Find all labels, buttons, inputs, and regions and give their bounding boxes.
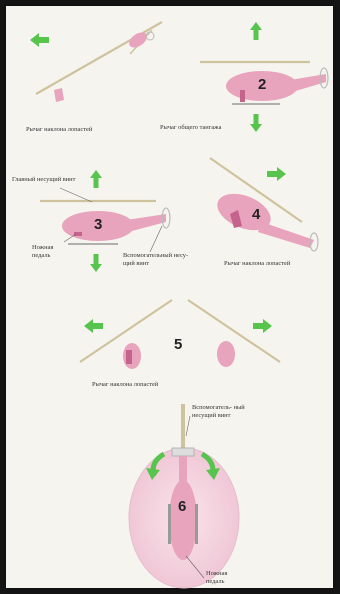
- panel-5-helicopter-right: [188, 300, 280, 367]
- tail-boom: [258, 222, 314, 248]
- panel-3-number: 3: [94, 216, 102, 233]
- arrow-right-icon: [253, 319, 272, 333]
- panel-5-lever-label: Рычаг наклона лопастей: [92, 381, 158, 389]
- panel-6-number: 6: [178, 498, 186, 515]
- tail-rotor: [172, 448, 194, 456]
- arrow-down-icon: [250, 114, 262, 132]
- panel-6-pedal-label: Ножная педаль: [206, 570, 242, 585]
- panel-1-helicopter: [36, 22, 162, 102]
- panel-3-main-rotor-label: Главный несущий винт: [12, 176, 75, 184]
- panel-3-pedal-label: Ножная педаль: [32, 244, 64, 259]
- arrow-left-icon: [30, 33, 49, 47]
- arrow-up-icon: [90, 170, 102, 188]
- arrow-left-icon: [84, 319, 103, 333]
- helicopter-body: [217, 341, 235, 367]
- landing-skid: [195, 504, 198, 544]
- panel-4-lever-label: Рычаг наклона лопастей: [224, 260, 290, 268]
- panel-6-tail-rotor-label: Вспомогатель- ный несущий винт: [192, 404, 252, 419]
- collective-lever: [240, 90, 245, 102]
- landing-skid: [168, 504, 171, 544]
- panel-5-helicopter-left: [80, 300, 172, 369]
- arrow-up-icon: [250, 22, 262, 40]
- tail-boom: [126, 214, 166, 232]
- panel-3-tail-rotor-label: Вспомогательный несу- щий винт: [123, 252, 195, 267]
- arrow-right-icon: [267, 167, 286, 181]
- helicopter-body: [169, 480, 197, 560]
- arrow-down-icon: [90, 254, 102, 272]
- control-lever: [126, 350, 132, 364]
- panel-3-helicopter: [40, 201, 170, 244]
- control-lever: [54, 88, 64, 102]
- foot-pedal: [74, 232, 82, 236]
- panel-4-number: 4: [252, 206, 260, 223]
- panel-5-number: 5: [174, 336, 182, 353]
- panel-4-helicopter: [210, 158, 318, 251]
- panel-2-lever-label: Рычаг общего тангажа: [160, 124, 221, 132]
- panel-2-number: 2: [258, 76, 266, 93]
- panel-1-lever-label: Рычаг наклона лопастей: [26, 126, 92, 134]
